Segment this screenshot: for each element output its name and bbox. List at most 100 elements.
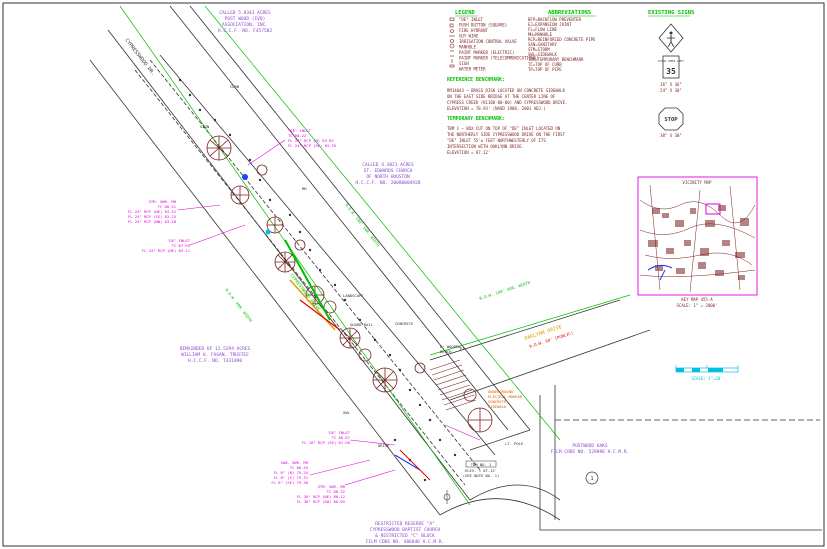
trees [206, 135, 493, 433]
svg-text:MANHOLE: MANHOLE [459, 45, 476, 50]
svg-text:GUY WIRE: GUY WIRE [459, 34, 479, 39]
svg-text:ASSOCIATION, INC.: ASSOCIATION, INC. [222, 22, 268, 28]
parcel-bottom: RESTRICTED RESERVE "A" CYPRESSWOOD BAPTI… [366, 521, 445, 545]
svg-text:MH=MANHOLE: MH=MANHOLE [528, 32, 553, 37]
callout-inlet-2: STM. SWR. MH TC 88.51 FL 24" RCP (NE) 83… [128, 199, 177, 224]
row-label-right-2: R.O.W. 100' VAR. WIDTH [479, 280, 531, 301]
callout-ej: EJ [460, 346, 465, 351]
svg-text:CYPRESS CREEK (K1100-00-00) AN: CYPRESS CREEK (K1100-00-00) AND CYPRESSW… [447, 100, 567, 105]
vicinity-map: VICINITY MAP [637, 176, 758, 296]
reference-benchmark-body: RM14043 — BRASS DISK LOCATED ON CONCRETE… [447, 88, 567, 111]
cyan-marker [265, 229, 271, 235]
svg-text:STOP: STOP [664, 117, 678, 123]
svg-text:FL 18" RCP (SE) 81.60: FL 18" RCP (SE) 81.60 [302, 440, 351, 445]
svg-text:FL 8" (SE) 79.30: FL 8" (SE) 79.30 [271, 480, 308, 485]
svg-text:TC 90.22: TC 90.22 [288, 133, 306, 138]
callout-swl: SWL [343, 410, 351, 415]
svg-text:PAINT MARKER (TELECOMMUNICATIO: PAINT MARKER (TELECOMMUNICATIONS) [459, 56, 538, 61]
svg-text:FL 24" RCP (SE) 83.25: FL 24" RCP (SE) 83.25 [128, 214, 176, 219]
svg-text:FL 36" RCP (SW) 80.05: FL 36" RCP (SW) 80.05 [297, 499, 345, 504]
svg-text:STM. SWR. MH: STM. SWR. MH [318, 484, 346, 489]
note-circle: 1 [585, 471, 599, 485]
svg-text:CYPRESSWOOD BAPTIST CHURCH: CYPRESSWOOD BAPTIST CHURCH [370, 527, 441, 533]
svg-text:TBM=TEMPORARY BENCHMARK: TBM=TEMPORARY BENCHMARK [528, 57, 584, 62]
road-label-cypresswood: CYPRESSWOOD DRIVE [288, 273, 321, 313]
svg-text:STM=STORM: STM=STORM [528, 47, 550, 52]
svg-text:ON THE EAST SIDE BRIDGE AT THE: ON THE EAST SIDE BRIDGE AT THE CENTER LI… [447, 94, 556, 99]
road-corridor [89, 5, 822, 531]
existing-signs-header: EXISTING SIGNS [648, 10, 694, 16]
svg-text:36" X 36": 36" X 36" [660, 82, 682, 87]
pedestrian-crossing-sign-icon [658, 23, 684, 53]
svg-text:CONCRETE: CONCRETE [488, 399, 507, 404]
svg-text:BENCH: BENCH [440, 349, 452, 354]
svg-text:6' WOODEN: 6' WOODEN [440, 344, 461, 349]
svg-text:EJ=EXPANSION JOINT: EJ=EXPANSION JOINT [528, 22, 572, 27]
svg-text:TP=TOP OF PIPE: TP=TOP OF PIPE [528, 67, 562, 72]
callout-leaders [177, 139, 481, 486]
parcel-top-left: CALLED 5.8343 ACRES POST WOOD (IVD) ASSO… [218, 10, 272, 34]
svg-text:POSTWOOD OAKS: POSTWOOD OAKS [572, 443, 608, 449]
callout-drive: DRIVE [378, 443, 390, 448]
svg-text:TC 86.67: TC 86.67 [332, 435, 350, 440]
svg-text:POST WOOD (IVD): POST WOOD (IVD) [225, 16, 266, 22]
svg-text:WILLIAM H. FAGAN, TRUSTEE: WILLIAM H. FAGAN, TRUSTEE [181, 352, 249, 358]
speed-limit-sign: SCHOOL SPEED LIMIT 35 [658, 55, 685, 79]
svg-text:WATER METER: WATER METER [459, 67, 486, 72]
orange-utility-line [289, 279, 336, 331]
abbreviation-items: BFP=BACKFLOW PREVENTER EJ=EXPANSION JOIN… [528, 17, 596, 72]
svg-text:FL 8" (E) 79.31: FL 8" (E) 79.31 [274, 475, 309, 480]
svg-text:UNDERGROUND: UNDERGROUND [488, 389, 514, 394]
svg-text:FL 24" RCP (NE) 83.31: FL 24" RCP (NE) 83.31 [128, 209, 177, 214]
svg-text:TC 86.32: TC 86.32 [327, 489, 345, 494]
legend-symbol-icons [449, 17, 455, 68]
svg-text:H.C.C.F. NO. T431890: H.C.C.F. NO. T431890 [188, 358, 242, 364]
red-utility-line [299, 299, 341, 331]
green-utility-line [284, 239, 331, 321]
survey-points [178, 78, 457, 482]
north-arrow-icon [443, 490, 451, 504]
svg-text:"DE" INLET: "DE" INLET [327, 430, 351, 435]
svg-text:FL 8" (N) 79.34: FL 8" (N) 79.34 [274, 470, 309, 475]
vicinity-map-title: VICINITY MAP [683, 180, 712, 185]
svg-text:THE NORTHERLY SIDE CYPRESSWOOD: THE NORTHERLY SIDE CYPRESSWOOD DRIVE ON … [447, 132, 566, 137]
callout-tbm: TBM NO. 1 ELEV. = 87.12' (SEE NOTE NO. 1… [463, 460, 500, 478]
svg-text:ST. EDWARDS CHURCH: ST. EDWARDS CHURCH [364, 168, 413, 174]
reference-benchmark-header: REFERENCE BENCHMARK: [447, 77, 505, 83]
scale-bar-icon [675, 365, 739, 373]
svg-text:SIGN: SIGN [459, 61, 469, 66]
svg-text:CALLED 5.8343 ACRES: CALLED 5.8343 ACRES [219, 10, 271, 16]
svg-text:ELEVATION = 87.12': ELEVATION = 87.12' [447, 150, 490, 155]
svg-text:RCP=REINFORCED CONCRETE PIPE: RCP=REINFORCED CONCRETE PIPE [528, 37, 596, 42]
svg-text:H.C.C.F. NO. F457502: H.C.C.F. NO. F457502 [218, 28, 272, 34]
stop-sign-icon: STOP [658, 107, 684, 131]
svg-text:ELEVATION = 78.93' (NAVD 1988,: ELEVATION = 78.93' (NAVD 1988, 2001 ADJ.… [447, 106, 546, 111]
callout-concrete: CONCRETE [395, 321, 414, 326]
svg-text:REMAINDER OF 12.5294 ACRES: REMAINDER OF 12.5294 ACRES [180, 346, 251, 352]
svg-text:ELECTRIC MARKER: ELECTRIC MARKER [488, 394, 523, 399]
svg-text:FILM CODE NO. 529096 H.C.M.R.: FILM CODE NO. 529096 H.C.M.R. [551, 449, 630, 455]
svg-text:BFP=BACKFLOW PREVENTER: BFP=BACKFLOW PREVENTER [528, 17, 582, 22]
callout-inlet-5: SAN. SWR. MH TC 86.45 FL 8" (N) 79.34 FL… [271, 460, 308, 485]
red-pipe-line [399, 449, 431, 481]
vicinity-key-map: KEY MAP 455-A [681, 297, 713, 302]
legend-items: "DE" INLET PUSH BUTTON (SQUARE) FIRE HYD… [459, 17, 538, 72]
svg-text:& RESTRICTED "C" BLOCK: & RESTRICTED "C" BLOCK [375, 533, 435, 539]
callout-landscape: LANDSCAPE [343, 293, 364, 298]
svg-text:"DE" INLET: "DE" INLET [167, 238, 191, 243]
callout-inlet-3: "DE" INLET TC 87.93 FL 24" RCP (NE) 83.1… [142, 238, 191, 253]
svg-text:RM14043 — BRASS DISK LOCATED O: RM14043 — BRASS DISK LOCATED ON CONCRETE… [447, 88, 566, 93]
svg-text:FL 24" RCP (N) 83.62: FL 24" RCP (N) 83.62 [288, 138, 334, 143]
svg-text:FL 36" RCP (NE) 80.12: FL 36" RCP (NE) 80.12 [297, 494, 345, 499]
row-label-left: R.O.W. VAR. WIDTH [224, 288, 254, 324]
legend-header: LEGEND [455, 10, 476, 16]
abbreviations-header: ABBREVIATIONS [548, 10, 591, 16]
svg-text:FL 24" RCP (SE) 83.35: FL 24" RCP (SE) 83.35 [288, 143, 336, 148]
svg-text:"DE" INLET: "DE" INLET [288, 128, 312, 133]
vicinity-scale: SCALE: 1" = 2000' [677, 303, 718, 308]
parcel-lower-left: REMAINDER OF 12.5294 ACRES WILLIAM H. FA… [180, 346, 251, 364]
svg-text:OF NORTH HOUSTON: OF NORTH HOUSTON [366, 174, 410, 180]
svg-text:(SEE NOTE NO. 1): (SEE NOTE NO. 1) [463, 473, 500, 478]
svg-text:TC 87.93: TC 87.93 [172, 243, 190, 248]
